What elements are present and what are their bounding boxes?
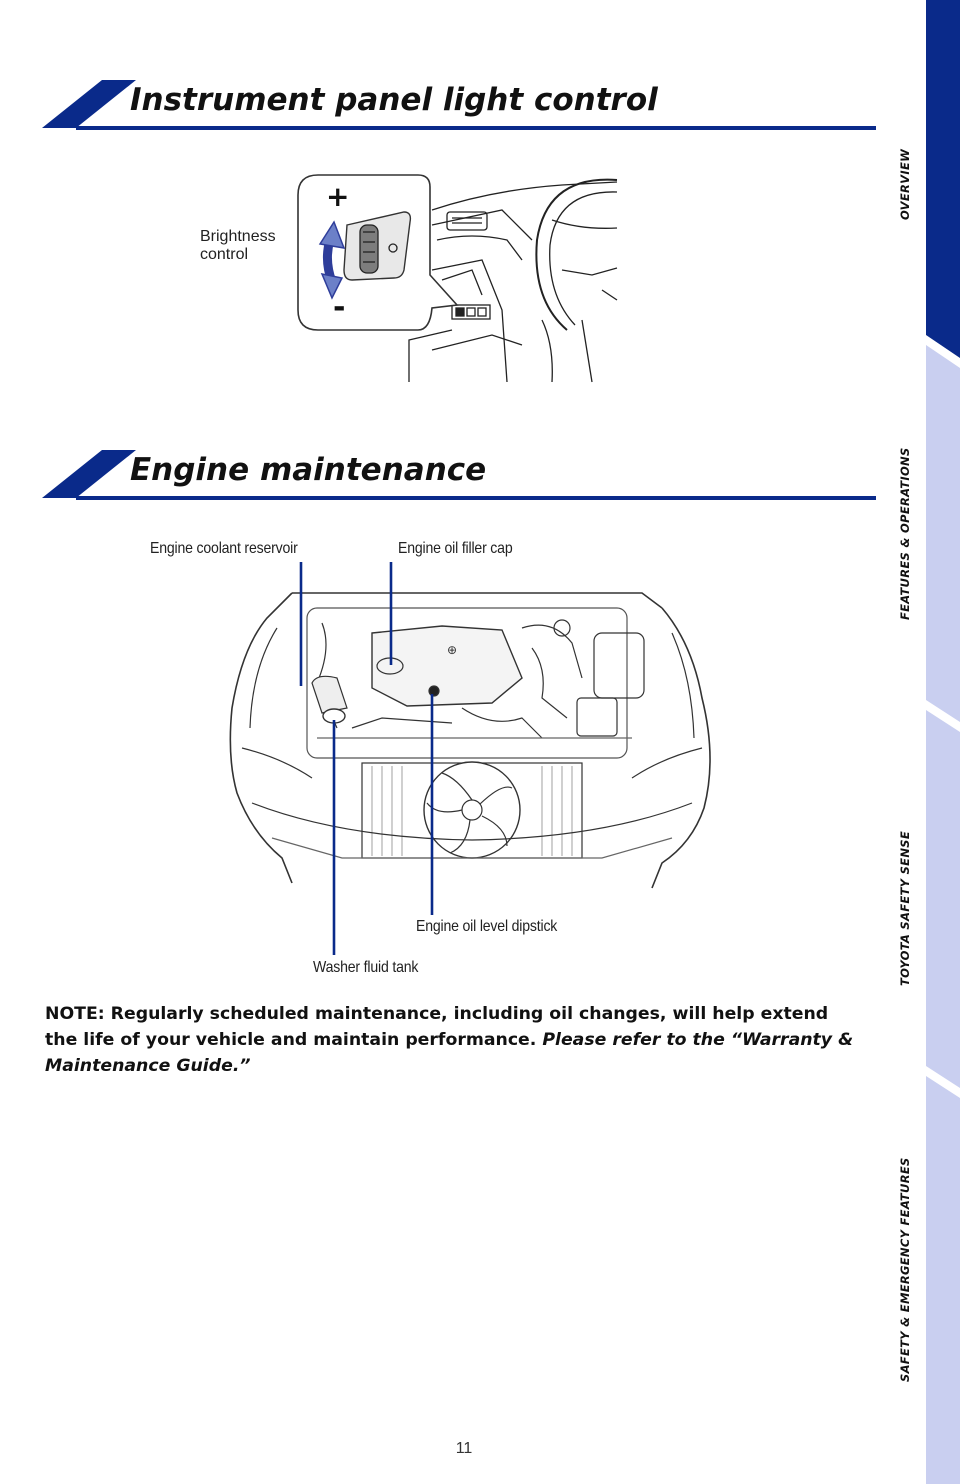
header-rule <box>76 496 876 500</box>
brightness-label-line2: control <box>200 246 249 263</box>
tab-emergency-shape <box>926 1076 960 1484</box>
engine-coolant-reservoir-label: Engine coolant reservoir <box>150 540 298 557</box>
tab-safety-sense-shape <box>926 710 960 1088</box>
tab-features-operations[interactable]: FEATURES & OPERATIONS <box>898 447 912 620</box>
brightness-control-label: Brightness control <box>200 228 276 264</box>
section-header-engine: Engine maintenance <box>42 450 876 500</box>
tab-features-shape <box>926 345 960 722</box>
section-title: Engine maintenance <box>130 452 487 488</box>
note-italic-text: Please refer to the “Warranty & Maintena… <box>45 1030 854 1076</box>
engine-bay-illustration: ⊕ <box>229 592 711 889</box>
dashboard-illustration <box>297 174 618 383</box>
engine-oil-level-dipstick-label: Engine oil level dipstick <box>416 918 558 935</box>
svg-text:⊕: ⊕ <box>447 643 457 657</box>
side-navigation <box>926 0 960 1484</box>
header-rule <box>76 126 876 130</box>
note-bold-text: NOTE: Regularly scheduled maintenance, i… <box>45 1004 829 1050</box>
header-accent <box>42 80 136 128</box>
tab-overview-shape <box>926 0 960 358</box>
engine-oil-filler-cap-label: Engine oil filler cap <box>398 540 513 557</box>
page-number: 11 <box>455 1440 473 1457</box>
minus-symbol: - <box>333 290 346 325</box>
header-accent <box>42 450 136 498</box>
section-header-instrument-panel: Instrument panel light control <box>42 80 876 130</box>
washer-fluid-tank-label: Washer fluid tank <box>313 959 419 976</box>
maintenance-note: NOTE: Regularly scheduled maintenance, i… <box>45 1001 855 1079</box>
tab-overview[interactable]: OVERVIEW <box>898 148 912 220</box>
tab-safety-emergency-features[interactable]: SAFETY & EMERGENCY FEATURES <box>898 1157 912 1382</box>
brightness-label-line1: Brightness <box>200 228 276 245</box>
plus-symbol: + <box>326 180 350 213</box>
section-title: Instrument panel light control <box>130 82 658 118</box>
side-tab-shapes <box>926 0 960 1484</box>
tab-toyota-safety-sense[interactable]: TOYOTA SAFETY SENSE <box>898 830 912 986</box>
